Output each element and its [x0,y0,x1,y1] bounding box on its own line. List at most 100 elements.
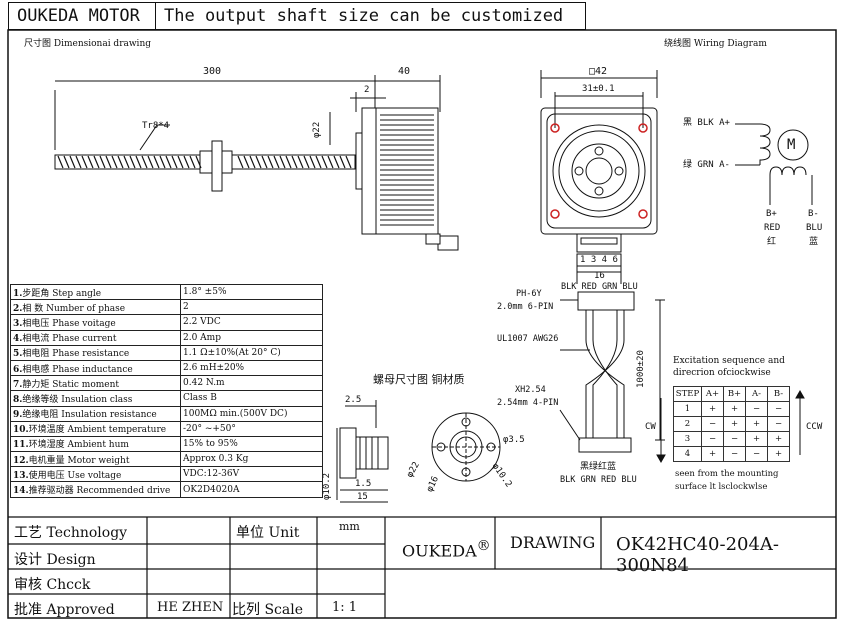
thread-line [93,155,100,169]
excitation-row: 4+−−+ [673,446,790,462]
spec-label-cell: 3.相电压 Phase voitage [10,314,181,331]
thread-line [345,155,352,169]
spec-number: 7. [13,379,23,390]
thread-line [111,155,118,169]
excitation-title-1: Excitation sequence and [673,356,785,366]
thread-line [171,155,178,169]
thread-line [105,155,112,169]
wiring-coils [735,123,813,205]
slogan-text: The output shaft size can be customized [164,6,564,26]
spec-value: 1.8° ±5% [180,283,323,301]
thread-line [303,155,310,169]
excitation-note-2: surface lt lsclockwlse [675,482,768,492]
tb-check: 审核 Chcck [14,577,91,593]
wire-a-minus: 绿 GRN A- [683,160,730,170]
excitation-cell: − [723,431,746,447]
excitation-cell: − [723,446,746,462]
spec-label-cell: 9.绝缘电阻 Insulation resistance [10,405,181,422]
cable-xh: XH2.54 [515,385,546,395]
spec-number: 2. [13,303,23,314]
cable-wire: UL1007 AWG26 [497,334,559,344]
excitation-cell: − [745,446,768,462]
dim-2: 2 [364,85,370,95]
thread-line [285,155,292,169]
excitation-cell: 2 [673,416,702,432]
direction-arrows [656,389,805,464]
wire-blu: BLU [806,223,823,233]
spec-number: 10. [13,425,29,436]
cable-ph-pitch: 2.0mm 6-PIN [497,302,554,312]
thread-line [69,155,76,169]
tb-unit: mm [339,520,360,533]
cable-ph: PH-6Y [516,289,542,299]
excitation-row: 1++−− [673,401,790,417]
spec-number: 12. [13,455,29,466]
thread-line [135,155,142,169]
thread-line [117,155,124,169]
spec-label-cell: 12.电机重量 Motor weight [10,451,181,468]
spec-value: 2 [180,299,323,316]
thread-line [315,155,322,169]
spec-label: 环境湿度 Ambient hum [28,440,129,451]
nut-dim-phi10-2: φ10.2 [322,472,332,500]
spec-number: 14. [13,486,29,497]
wire-red-cn: 红 [767,237,777,247]
spec-value: 100MΩ min.(500V DC) [180,405,323,422]
wire-a-plus: 黑 BLK A+ [683,118,730,128]
thread-line [99,155,106,169]
excitation-cell: + [745,431,768,447]
tb-brand-text: OUKEDA [402,541,477,561]
dim-300: 300 [203,66,222,77]
nut-dim-1-5: 1.5 [355,479,372,489]
wire-blu-cn: 蓝 [809,237,819,247]
spec-value: 2.0 Amp [180,329,323,346]
tb-drawing: DRAWING [510,533,596,552]
thread-line [75,155,82,169]
spec-value: Class B [180,390,323,407]
thread-line [177,155,184,169]
spec-label: 推荐驱动器 Recommended drive [28,486,171,497]
thread-line [81,155,88,169]
spec-label-cell: 13.使用电压 Use voltage [10,466,181,483]
spec-label-cell: 5.相电阻 Phase resistance [10,344,181,361]
spec-value: -20° ~+50° [180,420,323,437]
spec-label: 电机重量 Motor weight [28,455,130,466]
excitation-header: B- [767,386,790,402]
thread-line [279,155,286,169]
wire-b-minus: B- [808,209,819,219]
spec-value: 0.42 N.m [180,375,323,392]
tb-model: OK42HC40-204A-300N84 [616,534,780,576]
excitation-cell: + [767,431,790,447]
connector-pins: 1 3 4 6 [580,255,618,265]
spec-number: 1. [13,288,23,299]
excitation-cell: + [767,446,790,462]
spec-label: 步距角 Step angle [22,288,102,299]
mount-holes [550,123,648,219]
spec-row: 14.推荐驱动器 Recommended drive OK2D4020A [10,481,323,498]
excitation-cell: + [723,416,746,432]
tb-scale-label: 比列 Scale [232,602,303,618]
thread-line [249,155,256,169]
wire-red: RED [764,223,781,233]
spec-label: 使用电压 Use voltage [28,470,122,481]
spec-label: 相电压 Phase voitage [22,318,116,329]
thread-line [141,155,148,169]
thread-line [255,155,262,169]
excitation-cell: + [701,446,724,462]
nut-front-view [431,412,501,482]
spec-value: 2.6 mH±20% [180,359,323,377]
spec-value: OK2D4020A [180,481,323,498]
thread-line [273,155,280,169]
excitation-header: A+ [701,386,724,402]
thread-line [291,155,298,169]
thread-line [267,155,274,169]
spec-label: 相 数 Number of phase [22,303,126,314]
thread-line [297,155,304,169]
thread-line [195,155,202,169]
spec-number: 5. [13,349,23,360]
thread-line [147,155,154,169]
spec-value: 1.1 Ω±10%(At 20° C) [180,344,323,361]
